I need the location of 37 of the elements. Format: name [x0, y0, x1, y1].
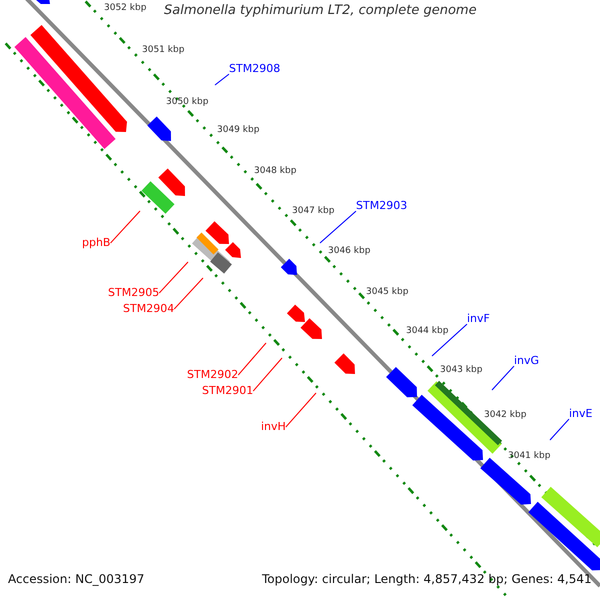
gene-label: STM2903 — [356, 200, 408, 212]
leader-line — [320, 210, 356, 244]
leader-line — [214, 74, 230, 86]
scale-label: 3047 kbp — [292, 207, 334, 217]
gene-label: STM2908 — [229, 63, 280, 76]
leader-line — [158, 262, 188, 294]
scale-label: 3046 kbp — [328, 247, 370, 257]
leader-line — [252, 358, 282, 392]
scale-label: 3043 kbp — [440, 366, 482, 376]
leader-line — [550, 418, 570, 440]
gene-label: STM2901 — [202, 385, 254, 398]
scale-label: 3044 kbp — [406, 327, 448, 337]
gene-label: STM2904 — [123, 303, 174, 316]
scale-label: 3045 kbp — [366, 288, 408, 298]
scale-label: 3048 kbp — [254, 167, 296, 177]
gene-label: invE — [569, 408, 592, 420]
scale-label: 3052 kbp — [104, 4, 146, 14]
scale-label: 3051 kbp — [142, 46, 184, 56]
accession-text: Accession: NC_003197 — [8, 573, 144, 586]
leader-line — [238, 342, 266, 376]
leader-line — [285, 392, 316, 428]
leader-line — [174, 278, 204, 310]
gene-label: pphB — [82, 237, 110, 250]
gene-label: invG — [514, 355, 540, 368]
gene-label: invF — [467, 313, 490, 326]
diagram-title: Salmonella typhimurium LT2, complete genome — [164, 4, 477, 18]
gene-label: STM2902 — [187, 369, 238, 382]
genome-summary-text: Topology: circular; Length: 4,857,432 bp; Genes: 4,541 — [262, 573, 592, 586]
scale-label: 3049 kbp — [217, 126, 260, 136]
scale-label: 3050 kbp — [166, 98, 208, 108]
gene-label: STM2905 — [108, 287, 160, 300]
leader-line — [110, 210, 140, 244]
scale-label: 3041 kbp — [508, 452, 550, 462]
gene-label: invH — [261, 421, 286, 434]
leader-line — [432, 324, 468, 356]
scale-label: 3042 kbp — [484, 411, 526, 421]
leader-line — [492, 366, 514, 390]
